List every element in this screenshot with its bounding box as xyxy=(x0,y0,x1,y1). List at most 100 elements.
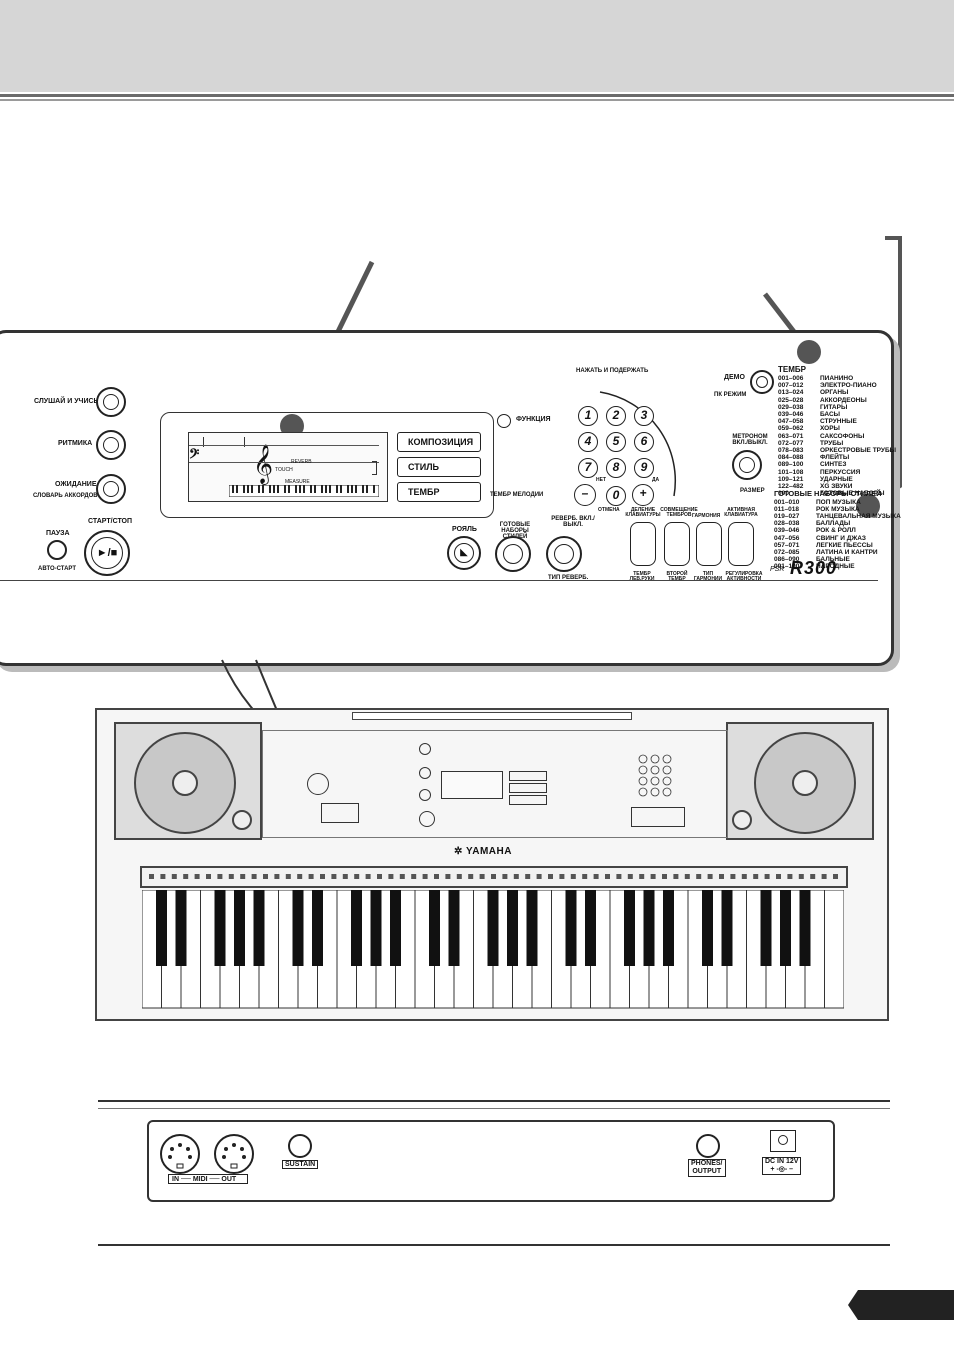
black-key xyxy=(624,890,635,966)
strip-mark xyxy=(285,874,291,879)
treble-clef-icon: 𝄞 xyxy=(253,445,274,483)
strip-mark xyxy=(251,874,257,879)
left-speaker xyxy=(114,722,262,840)
num-5-button[interactable]: 5 xyxy=(606,432,626,452)
black-key xyxy=(526,890,538,966)
phones-output-jack[interactable] xyxy=(696,1134,720,1158)
strip-mark xyxy=(388,874,394,879)
voice-list-row-range: 001–006 xyxy=(778,375,804,382)
sustain-jack[interactable] xyxy=(288,1134,312,1158)
strip-mark xyxy=(228,874,234,879)
num-0-button[interactable]: 0 xyxy=(606,486,626,506)
listen-learn-button[interactable] xyxy=(96,387,126,417)
waiting-button[interactable] xyxy=(96,474,126,504)
voice-list-row-category: ГОТОВЫЕ НАБОРЫ xyxy=(820,490,885,498)
mini-numpad xyxy=(635,751,691,801)
voice-list-row-category: ОРКЕСТРОВЫЕ ТРУБЫ xyxy=(820,447,897,455)
mini-voice-button xyxy=(509,795,547,805)
dc-in-jack[interactable] xyxy=(770,1130,796,1152)
strip-mark xyxy=(445,874,451,879)
num-3-button[interactable]: 3 xyxy=(634,406,654,426)
voice-list-row-category: САКСОФОНЫ xyxy=(820,432,865,440)
style-list-row-category: ЛЕГКИЕ ПЬЕССЫ xyxy=(816,541,873,549)
voice-list-row-range: 000 xyxy=(778,490,789,498)
black-key xyxy=(214,890,226,966)
num-6-button[interactable]: 6 xyxy=(634,432,654,452)
start-stop-button[interactable]: ►/■ xyxy=(84,530,130,576)
strip-mark xyxy=(616,874,622,879)
midi-in-port[interactable] xyxy=(160,1134,200,1174)
black-key xyxy=(429,890,440,966)
dc-in-label: DC IN 12V + -◎- – xyxy=(762,1157,802,1175)
panel-ridge xyxy=(0,580,878,581)
strip-mark xyxy=(719,874,724,879)
yes-label: ДА xyxy=(652,477,660,483)
timing-button[interactable] xyxy=(96,430,126,460)
lcd-touch-indicator: TOUCH xyxy=(275,467,293,473)
strip-mark xyxy=(217,874,223,879)
piano-icon: ◣ xyxy=(454,543,474,563)
black-key xyxy=(760,890,772,966)
strip-mark xyxy=(673,874,679,879)
midi-out-label: OUT xyxy=(221,1176,237,1183)
style-list-row-category: СВИНГ И ДЖАЗ xyxy=(816,534,866,542)
strip-mark xyxy=(753,874,759,879)
num-2-button[interactable]: 2 xyxy=(606,406,626,426)
midi-out-port[interactable] xyxy=(214,1134,254,1174)
strip-mark xyxy=(377,874,382,879)
song-button[interactable]: КОМПОЗИЦИЯ xyxy=(397,432,481,452)
piano-button[interactable]: ◣ xyxy=(447,536,481,570)
strip-mark xyxy=(536,874,542,879)
black-key xyxy=(175,890,187,966)
num-1-button[interactable]: 1 xyxy=(578,406,598,426)
reverb-label: РЕВЕРБ. ВКЛ./ВЫКЛ. xyxy=(551,516,595,528)
dual-button[interactable] xyxy=(664,522,690,566)
num-4-button[interactable]: 4 xyxy=(578,432,598,452)
strip-mark xyxy=(149,874,154,879)
strip-mark xyxy=(764,874,770,879)
num-7-button[interactable]: 7 xyxy=(578,458,598,478)
num-9-button[interactable]: 9 xyxy=(634,458,654,478)
pause-button[interactable] xyxy=(47,540,67,560)
style-label: СТИЛЬ xyxy=(408,462,440,472)
voice-list-row-category: ЭЛЕКТРО-ПИАНО xyxy=(820,382,877,390)
demo-button[interactable] xyxy=(750,370,774,394)
start-stop-symbol: ►/■ xyxy=(91,537,123,569)
strip-mark xyxy=(422,874,428,879)
voice-list-row-category: СИНТЕЗ xyxy=(820,461,847,469)
strip-mark xyxy=(570,874,576,879)
listen-learn-label: СЛУШАЙ И УЧИСЬ xyxy=(34,398,99,405)
yamaha-logo: ✲ YAMAHA xyxy=(454,846,512,857)
piano-keys xyxy=(142,890,844,1009)
metronome-button[interactable] xyxy=(732,450,762,480)
touch-button[interactable] xyxy=(728,522,754,566)
voice-list-row-range: 007–012 xyxy=(778,382,804,390)
strip-mark xyxy=(502,874,508,879)
function-button[interactable] xyxy=(497,414,511,428)
harmony-button[interactable] xyxy=(696,522,722,566)
plus-yes-button[interactable]: + xyxy=(632,484,654,506)
style-button[interactable]: СТИЛЬ xyxy=(397,457,481,477)
reverb-type-label: ТИП РЕВЕРБ. xyxy=(548,575,589,581)
voice-button[interactable]: ТЕМБР xyxy=(397,482,481,502)
black-key xyxy=(156,890,167,966)
lcd-display: 𝄢 𝄞 REVERB TOUCH MEASURE xyxy=(188,432,388,502)
reverb-button[interactable] xyxy=(546,536,582,572)
split-button[interactable] xyxy=(630,522,656,566)
minus-no-button[interactable]: – xyxy=(574,484,596,506)
touch-sens-label: РЕГУЛИРОВКА АКТИВНОСТИ xyxy=(725,571,763,582)
style-sets-button[interactable] xyxy=(495,536,531,572)
lcd-mini-keyboard xyxy=(229,485,379,497)
num-8-button[interactable]: 8 xyxy=(606,458,626,478)
voice-list-row-category: ГИТАРЫ xyxy=(820,403,848,411)
strip-mark xyxy=(468,874,474,879)
dual-voice-label: ВТОРОЙ ТЕМБР xyxy=(666,571,688,582)
style-list-row-range: 001–010 xyxy=(774,498,800,506)
strip-mark xyxy=(160,874,166,879)
